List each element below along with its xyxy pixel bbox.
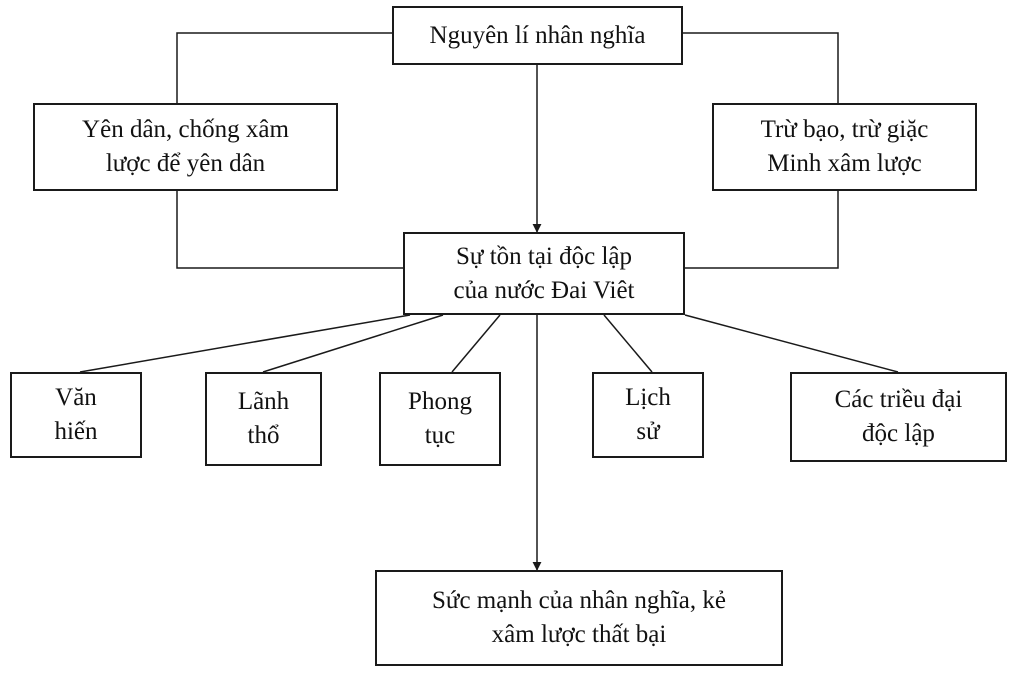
- node-text-line: Minh xâm lược: [767, 150, 922, 177]
- node-text-line: xâm lược thất bại: [491, 621, 667, 648]
- node-text: Sự tồn tại độc lập của nước Đai Viêt: [454, 240, 635, 308]
- node-text-line: tục: [424, 422, 456, 449]
- node-text-line: Yên dân, chống xâm: [82, 116, 289, 143]
- node-text: Yên dân, chống xâm lược để yên dân: [82, 113, 289, 181]
- connector-center-to-phong: [451, 314, 501, 373]
- connector-center-to-van: [79, 314, 411, 373]
- node-lich-su: Lịch sử: [592, 372, 704, 458]
- connector-root-to-right: [683, 32, 839, 103]
- node-text: Lãnh thổ: [238, 385, 289, 453]
- node-su-ton-tai-doc-lap: Sự tồn tại độc lập của nước Đai Viêt: [403, 232, 685, 315]
- node-text: Văn hiến: [54, 381, 97, 449]
- connector-center-to-lanh: [262, 314, 444, 373]
- node-text-line: của nước Đai Viêt: [453, 276, 635, 304]
- node-text-line: Phong: [408, 388, 472, 415]
- node-text: Trừ bạo, trừ giặc Minh xâm lược: [761, 113, 929, 181]
- connector-right-to-center: [685, 191, 839, 269]
- node-suc-manh: Sức mạnh của nhân nghĩa, kẻ xâm lược thấ…: [375, 570, 783, 666]
- node-phong-tuc: Phong tục: [379, 372, 501, 466]
- connector-left-to-center: [176, 191, 403, 269]
- node-text-line: độc lập: [862, 420, 935, 447]
- node-lanh-tho: Lãnh thổ: [205, 372, 322, 466]
- node-text-line: Lịch: [625, 384, 671, 411]
- node-text-line: Sức mạnh của nhân nghĩa, kẻ: [431, 587, 727, 614]
- node-nguyen-li-nhan-nghia: Nguyên lí nhân nghĩa: [392, 6, 683, 65]
- node-text: Các triều đại độc lập: [835, 383, 963, 451]
- connector-root-to-left: [176, 32, 392, 103]
- node-text-line: Văn: [55, 384, 97, 411]
- node-text: Lịch sử: [625, 381, 671, 449]
- node-yen-dan: Yên dân, chống xâm lược để yên dân: [33, 103, 338, 191]
- node-text-line: lược để yên dân: [105, 150, 266, 177]
- node-text: Sức mạnh của nhân nghĩa, kẻ xâm lược thấ…: [432, 584, 726, 652]
- connector-center-to-cac: [684, 314, 899, 373]
- node-text-line: Trừ bạo, trừ giặc: [760, 116, 929, 143]
- node-text: Phong tục: [408, 385, 472, 453]
- node-text-line: Sự tồn tại độc lập: [455, 242, 633, 270]
- node-text-line: Lãnh: [237, 388, 290, 415]
- node-text-line: sử: [636, 418, 660, 445]
- node-text-line: thổ: [247, 422, 280, 449]
- node-tru-bao: Trừ bạo, trừ giặc Minh xâm lược: [712, 103, 977, 191]
- node-text-line: Nguyên lí nhân nghĩa: [429, 21, 646, 49]
- connector-center-to-lich: [603, 314, 653, 373]
- node-text-line: hiến: [54, 418, 98, 445]
- node-van-hien: Văn hiến: [10, 372, 142, 458]
- node-text-line: Các triều đại: [834, 386, 963, 413]
- node-cac-trieu-dai: Các triều đại độc lập: [790, 372, 1007, 462]
